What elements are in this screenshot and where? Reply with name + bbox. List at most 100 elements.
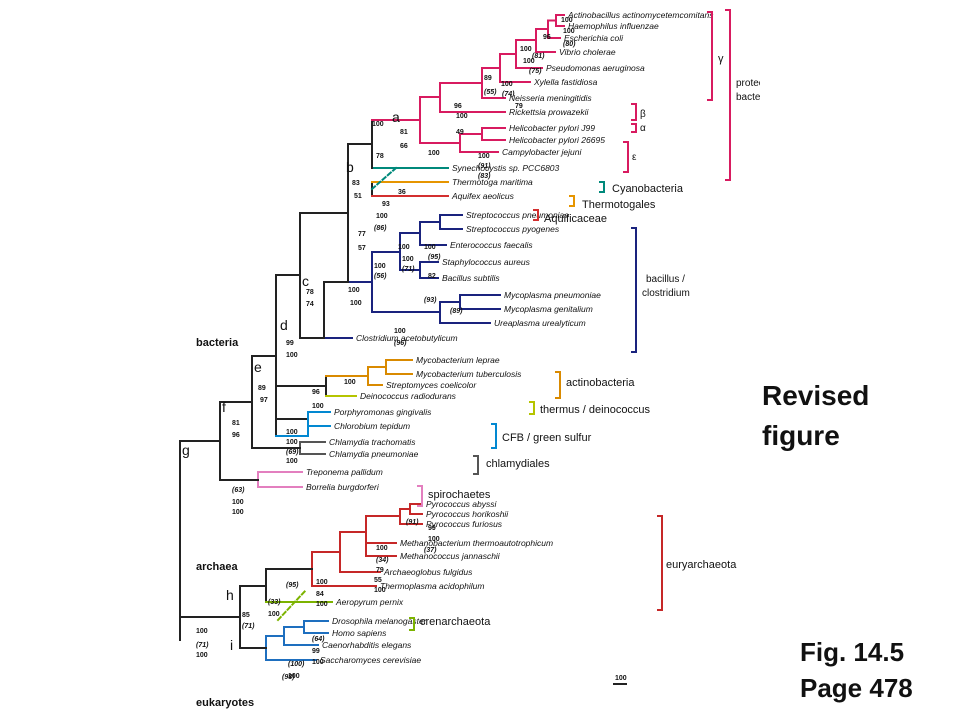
bootstrap-value: 96: [232, 432, 240, 439]
taxon-label: Staphylococcus aureus: [442, 257, 531, 267]
bootstrap-value: (64): [312, 636, 325, 643]
domain-label-bacteria: bacteria: [196, 337, 239, 349]
bootstrap-value: 81: [400, 129, 408, 136]
taxon-label: Helicobacter pylori 26695: [509, 135, 605, 145]
taxon-label: Mycobacterium tuberculosis: [416, 369, 522, 379]
taxon-label: Rickettsia prowazekii: [509, 107, 589, 117]
bootstrap-value: (98): [282, 674, 295, 681]
bootstrap-value: (69): [286, 449, 299, 456]
bootstrap-value: 81: [232, 420, 240, 427]
bootstrap-value: 93: [382, 201, 390, 208]
bootstrap-value: 99: [428, 525, 436, 532]
taxon-label: Pyrococcus horikoshii: [426, 509, 509, 519]
chlamydiales-label: chlamydiales: [486, 458, 550, 470]
taxon-label: Chlorobium tepidum: [334, 421, 410, 431]
chlamydiales-bracket: [473, 455, 479, 475]
bootstrap-value: 100: [268, 611, 280, 618]
node-letter-f: f: [222, 399, 226, 415]
phylogenetic-tree: Actinobacillus actinomycetemcomitansHaem…: [179, 9, 760, 709]
bootstrap-value: (71): [242, 623, 255, 630]
bootstrap-value: 100: [232, 499, 244, 506]
thermotogales-label: Thermotogales: [582, 199, 656, 211]
taxon-label: Mycobacterium leprae: [416, 355, 500, 365]
bootstrap-value: (71): [196, 642, 209, 649]
scale-label: 100: [615, 675, 627, 682]
taxon-label: Treponema pallidum: [306, 467, 383, 477]
taxon-label: Caenorhabditis elegans: [322, 640, 412, 650]
bootstrap-value: (91): [406, 519, 419, 526]
beta-label: β: [640, 109, 646, 120]
bootstrap-value: (100): [288, 661, 305, 668]
taxon-label: Streptococcus pyogenes: [466, 224, 560, 234]
bacillus-label-1: bacillus /: [646, 274, 685, 285]
taxon-label: Borrelia burgdorferi: [306, 482, 380, 492]
bootstrap-value: 78: [306, 289, 314, 296]
bootstrap-value: 100: [398, 244, 410, 251]
node-letter-g: g: [182, 442, 190, 458]
bootstrap-value: (93): [424, 297, 437, 304]
bootstrap-value: 100: [316, 601, 328, 608]
taxon-label: Aquifex aeolicus: [451, 191, 515, 201]
bootstrap-value: 100: [523, 58, 535, 65]
taxon-label: Chlamydia pneumoniae: [329, 449, 419, 459]
taxon-label: Enterococcus faecalis: [450, 240, 533, 250]
bootstrap-value: 100: [394, 328, 406, 335]
bootstrap-value: 66: [400, 143, 408, 150]
bootstrap-value: (34): [376, 557, 389, 564]
node-letter-h: h: [226, 587, 234, 603]
bootstrap-value: 89: [258, 385, 266, 392]
domain-label-eukaryotes: eukaryotes: [196, 697, 254, 709]
node-letter-i: i: [230, 637, 233, 653]
bootstrap-value: 100: [312, 659, 324, 666]
bootstrap-value: 100: [376, 213, 388, 220]
bootstrap-value: 89: [484, 75, 492, 82]
bootstrap-value: 100: [312, 403, 324, 410]
bootstrap-value: (63): [232, 487, 245, 494]
bootstrap-value: (33): [268, 599, 281, 606]
bootstrap-value: (96): [394, 340, 407, 347]
taxon-label: Pyrococcus furiosus: [426, 519, 503, 529]
bootstrap-value: 100: [232, 509, 244, 516]
figure-number: Fig. 14.5: [800, 637, 905, 667]
bootstrap-value: 57: [358, 245, 366, 252]
bootstrap-value: 100: [424, 244, 436, 251]
aquificaceae-label: Aquificaceae: [544, 213, 607, 225]
bootstrap-value: 100: [372, 121, 384, 128]
epsilon-bracket: [623, 141, 629, 173]
bootstrap-value: 100: [286, 439, 298, 446]
bootstrap-value: 82: [428, 273, 436, 280]
euryarchaeota-label: euryarchaeota: [666, 559, 737, 571]
taxon-label: Aeropyrum pernix: [335, 597, 404, 607]
bootstrap-value: 100: [428, 150, 440, 157]
actinobacteria-label: actinobacteria: [566, 377, 635, 389]
bootstrap-value: 100: [374, 587, 386, 594]
alpha-bracket: [631, 123, 637, 133]
bootstrap-value: 96: [543, 34, 551, 41]
branch-cyanobacteria-dashed: [370, 166, 398, 191]
taxon-label: Actinobacillus actinomycetemcomitans: [567, 10, 714, 20]
bootstrap-value: (71): [402, 266, 415, 273]
bootstrap-value: 100: [374, 263, 386, 270]
bootstrap-value: 100: [563, 28, 575, 35]
bootstrap-value: 99: [312, 648, 320, 655]
bootstrap-value: 49: [456, 129, 464, 136]
aquificaceae-bracket: [533, 209, 539, 221]
taxon-label: Escherichia coli: [564, 33, 624, 43]
proteobacteria-label-1: proteo-: [736, 78, 760, 89]
taxon-label: Pyrococcus abyssi: [426, 499, 497, 509]
bootstrap-value: (56): [374, 273, 387, 280]
thermus-label: thermus / deinococcus: [540, 404, 651, 416]
taxon-label: Streptomyces coelicolor: [386, 380, 477, 390]
bootstrap-value: (91): [478, 163, 491, 170]
bootstrap-value: 99: [286, 340, 294, 347]
bootstrap-value: 83: [352, 180, 360, 187]
bootstrap-value: 78: [376, 153, 384, 160]
bootstrap-value: (81): [532, 53, 545, 60]
figure-reference: Fig. 14.5 Page 478: [800, 634, 913, 706]
bootstrap-value: 100: [561, 17, 573, 24]
bootstrap-value: 96: [312, 389, 320, 396]
actinobacteria-bracket: [555, 371, 561, 399]
taxon-label: Saccharomyces cerevisiae: [320, 655, 421, 665]
bootstrap-value: 55: [374, 577, 382, 584]
bootstrap-value: 100: [402, 256, 414, 263]
